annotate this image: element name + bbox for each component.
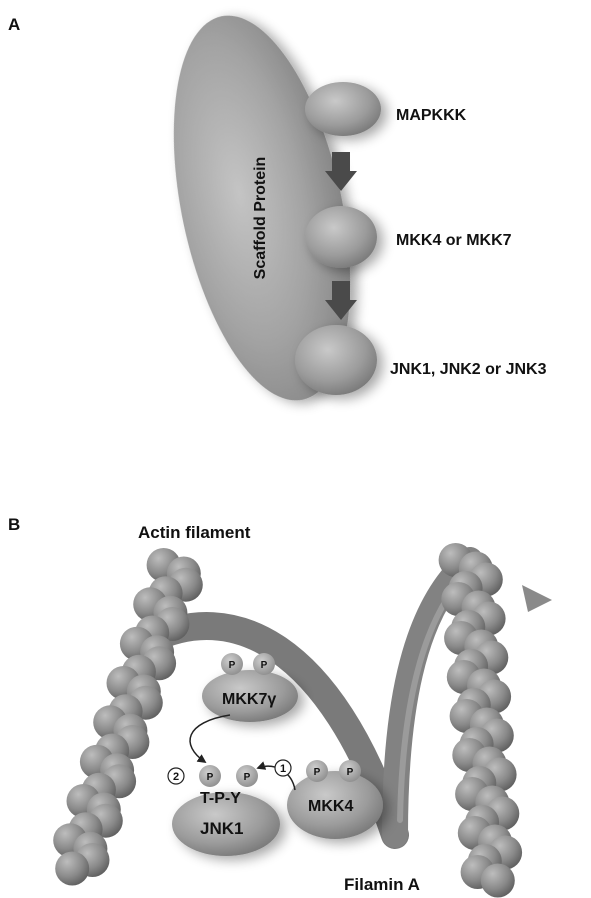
actin-monomer: [55, 852, 89, 886]
filamin-a-label: Filamin A: [344, 875, 420, 894]
mkk7-gamma-label: MKK7γ: [222, 691, 276, 708]
panel-b-label: B: [8, 515, 20, 534]
panel-a: A Scaffold Protein MAPKKK MKK4 or MKK7 J…: [8, 0, 547, 416]
mkk4-label: MKK4: [308, 798, 353, 815]
actin-monomer: [481, 864, 515, 898]
phospho-label: P: [347, 767, 354, 778]
jnk1-label: JNK1: [200, 819, 243, 838]
panel-a-label: A: [8, 15, 20, 34]
mkk4-or-mkk7-label: MKK4 or MKK7: [396, 232, 512, 249]
actin-filament-right: [439, 543, 522, 898]
actin-filament-tip: [522, 585, 552, 612]
mkk4-or-mkk7-protein: [305, 206, 377, 268]
step-one-label: 1: [280, 763, 286, 775]
phospho-label: P: [314, 767, 321, 778]
tpy-label: T-P-Y: [200, 790, 241, 807]
mapkkk-protein: [305, 82, 381, 136]
scaffold-protein-label: Scaffold Protein: [252, 157, 269, 280]
step-two-label: 2: [173, 771, 179, 783]
panel-b: B Actin filament P P MKK7γ P P MKK4 P P …: [8, 515, 552, 898]
phospho-label: P: [207, 772, 214, 783]
mapkkk-label: MAPKKK: [396, 107, 467, 124]
actin-filament-label: Actin filament: [138, 523, 251, 542]
phospho-label: P: [261, 660, 268, 671]
phosphorylation-arrow-2: [190, 715, 230, 762]
phospho-label: P: [229, 660, 236, 671]
jnk-protein: [295, 325, 377, 395]
jnk-label: JNK1, JNK2 or JNK3: [390, 361, 547, 378]
phospho-label: P: [244, 772, 251, 783]
